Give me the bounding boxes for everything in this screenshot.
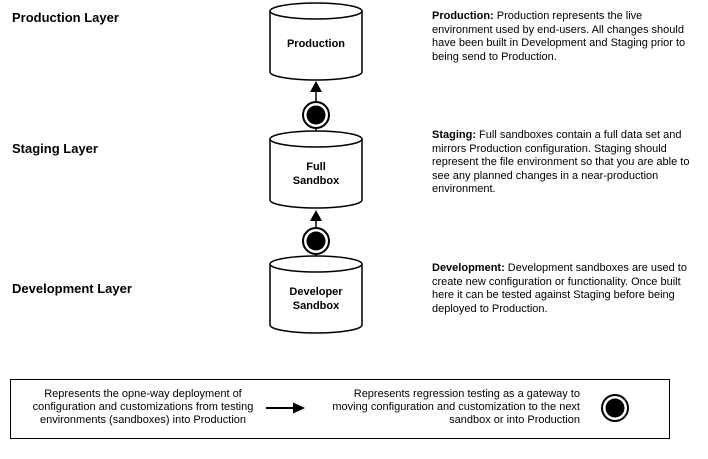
legend-arrow-icon: [266, 402, 305, 414]
description-title: Development:: [432, 262, 505, 274]
description-title: Staging:: [432, 129, 476, 141]
regression-gate-icon: [302, 101, 330, 129]
description-body: Full sandboxes contain a full data set a…: [432, 129, 690, 195]
legend-box: [10, 379, 670, 439]
node-label-line: Production: [286, 38, 346, 50]
staging-layer-label: Staging Layer: [12, 141, 98, 156]
production-node-label: Production: [270, 37, 362, 51]
production-cylinder: [269, 2, 363, 81]
node-label-line: Sandbox: [292, 175, 340, 187]
staging-description: Staging: Full sandboxes contain a full d…: [432, 129, 694, 197]
regression-gate-icon: [302, 227, 330, 255]
developer-sandbox-node-label: Developer Sandbox: [270, 285, 362, 313]
description-body: Development sandboxes are used to create…: [432, 262, 687, 315]
production-layer-label: Production Layer: [12, 10, 119, 25]
developer-sandbox-cylinder: [269, 255, 363, 334]
production-description: Production: Production represents the li…: [432, 10, 694, 64]
development-layer-label: Development Layer: [12, 281, 132, 296]
legend-gate-icon: [601, 394, 629, 422]
legend-arrow-description: Represents the opne-way deployment of co…: [32, 388, 254, 426]
description-title: Production:: [432, 10, 494, 22]
full-sandbox-cylinder: [269, 130, 363, 209]
description-body: Production represents the live environme…: [432, 10, 686, 63]
legend-gate-description: Represents regression testing as a gatew…: [332, 388, 580, 426]
node-label-line: Developer: [289, 286, 343, 298]
full-sandbox-node-label: Full Sandbox: [270, 160, 362, 188]
development-description: Development: Development sandboxes are u…: [432, 262, 694, 316]
node-label-line: Sandbox: [292, 300, 340, 312]
node-label-line: Full: [306, 161, 326, 173]
